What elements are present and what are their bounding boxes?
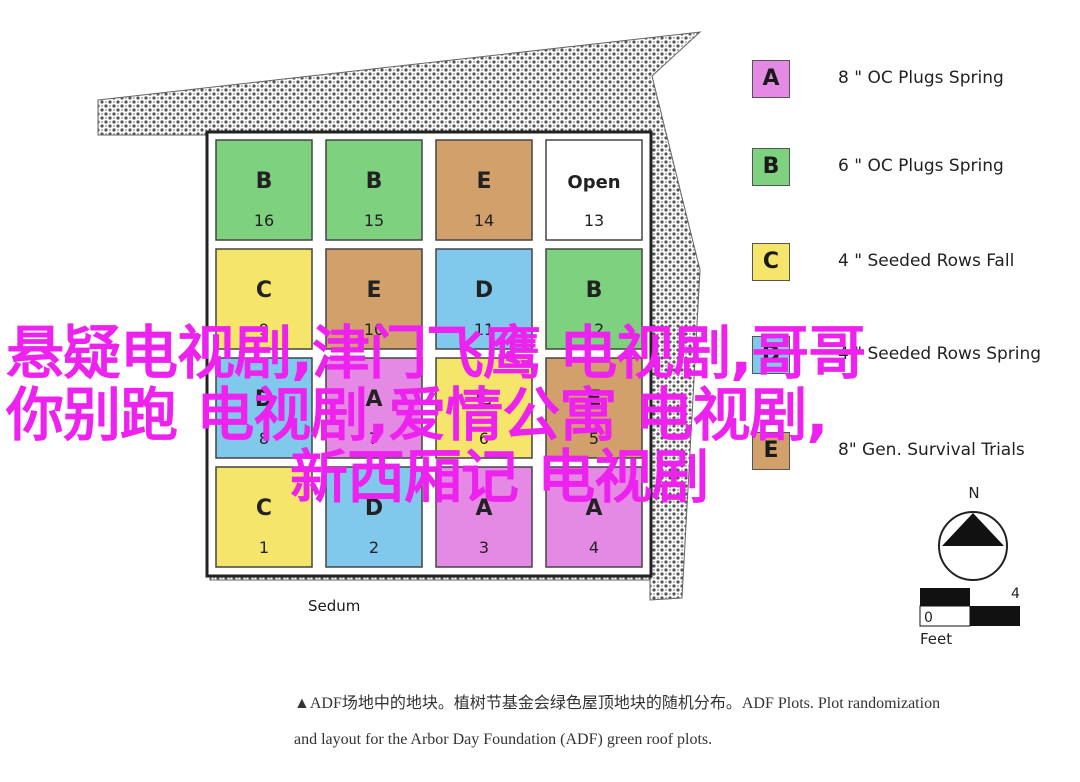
plot-number: 6 — [479, 429, 489, 448]
plot-number: 15 — [364, 211, 384, 230]
plot-letter: D — [255, 387, 273, 412]
plot-letter: D — [365, 496, 383, 521]
scale-zero-label: 0 — [924, 610, 933, 626]
scale-segment-dark-1 — [920, 588, 970, 606]
plot-cell — [215, 139, 313, 241]
plot-letter: C — [256, 496, 272, 521]
plot-number: 7 — [369, 429, 379, 448]
legend-label: 4 " Seeded Rows Fall — [838, 251, 1015, 271]
plot-13: Open 13 — [545, 139, 643, 241]
plot-cell — [215, 466, 313, 568]
legend-label: 6 " OC Plugs Spring — [838, 156, 1004, 176]
legend-swatch: C — [752, 243, 790, 281]
plot-number: 2 — [369, 538, 379, 557]
plot-letter: B — [366, 169, 383, 194]
plot-cell — [545, 357, 643, 459]
plot-cell — [545, 139, 643, 241]
plot-letter: Open — [567, 172, 620, 193]
plot-5: E5 — [545, 357, 643, 459]
plot-number: 8 — [259, 429, 269, 448]
plot-cell — [435, 139, 533, 241]
plot-16: B 16 — [215, 139, 313, 241]
legend-swatch: E — [752, 432, 790, 470]
plot-number: 11 — [474, 320, 494, 339]
legend-swatch: A — [752, 60, 790, 98]
overlay-line-2: 你别跑 电视剧,爱情公寓 电视剧, — [6, 381, 828, 449]
plot-letter: C — [256, 278, 272, 303]
plot-cell — [435, 248, 533, 350]
plot-cell — [545, 248, 643, 350]
plot-3: A3 — [435, 466, 533, 568]
plot-number: 13 — [584, 211, 604, 230]
plot-letter: A — [365, 387, 382, 412]
plot-letter: B — [586, 278, 603, 303]
plot-cell — [215, 248, 313, 350]
caption: ▲ADF场地中的地块。植树节基金会绿色屋顶地块的随机分布。ADF Plots. … — [294, 686, 1054, 758]
plot-letter: D — [475, 278, 493, 303]
compass-north-label: N — [968, 484, 979, 502]
plot-number: 9 — [259, 320, 269, 339]
plot-10: E 10 — [325, 248, 423, 350]
plot-cell — [325, 466, 423, 568]
plot-6: C6 — [435, 357, 533, 459]
plot-number: 1 — [259, 538, 269, 557]
caption-line-2: and layout for the Arbor Day Foundation … — [294, 731, 713, 748]
overlay-line-3: 新西厢记 电视剧 — [290, 443, 709, 511]
plot-cell — [435, 466, 533, 568]
plot-9: C9 — [215, 248, 313, 350]
plot-cell — [325, 139, 423, 241]
plot-number: 4 — [589, 538, 599, 557]
plot-2: D2 — [325, 466, 423, 568]
compass-arrow-icon — [942, 513, 1004, 546]
sedum-label: Sedum — [308, 597, 361, 615]
plot-number: 16 — [254, 211, 274, 230]
plot-letter: B — [256, 169, 273, 194]
plot-number: 12 — [584, 320, 604, 339]
plot-cell — [325, 357, 423, 459]
plot-number: 14 — [474, 211, 494, 230]
plot-letter: E — [366, 278, 381, 303]
legend-swatch: D — [752, 336, 790, 374]
plot-grid: B16B15E14Open13C9E10D11B12D8A7C6E5C1D2A3… — [215, 139, 643, 568]
plot-15: B 15 — [325, 139, 423, 241]
plot-letter: C — [476, 387, 492, 412]
plot-number: 5 — [589, 429, 599, 448]
legend-swatch: B — [752, 148, 790, 186]
plot-letter: A — [585, 496, 602, 521]
plot-1: C1 — [215, 466, 313, 568]
scale-segment-dark-2 — [970, 606, 1020, 626]
legend-label: 8 " OC Plugs Spring — [838, 68, 1004, 88]
scale-four-label: 4 — [1011, 586, 1020, 602]
plot-cell — [215, 357, 313, 459]
plot-14: E 14 — [435, 139, 533, 241]
plot-number: 3 — [479, 538, 489, 557]
overlay-line-1: 悬疑电视剧,津门飞鹰 电视剧,哥哥 — [6, 319, 866, 387]
scale-unit-label: Feet — [920, 630, 952, 648]
plot-4: A4 — [545, 466, 643, 568]
legend-label: 8" Gen. Survival Trials — [838, 440, 1025, 460]
plot-12: B 12 — [545, 248, 643, 350]
scale-segment-light-2 — [970, 588, 1020, 606]
plot-7: A7 — [325, 357, 423, 459]
compass: N — [938, 484, 1008, 581]
legend-label: 4 " Seeded Rows Spring — [838, 344, 1042, 364]
caption-line-1: ▲ADF场地中的地块。植树节基金会绿色屋顶地块的随机分布。ADF Plots. … — [294, 695, 941, 712]
plot-cell — [435, 357, 533, 459]
plot-number: 10 — [364, 320, 384, 339]
plot-cell — [545, 466, 643, 568]
plot-11: D 11 — [435, 248, 533, 350]
scale-bar: 0 4 Feet — [919, 586, 1020, 648]
plot-letter: E — [476, 169, 491, 194]
plot-letter: A — [475, 496, 492, 521]
plot-8: D8 — [215, 357, 313, 459]
plot-letter: E — [586, 387, 601, 412]
plot-cell — [325, 248, 423, 350]
